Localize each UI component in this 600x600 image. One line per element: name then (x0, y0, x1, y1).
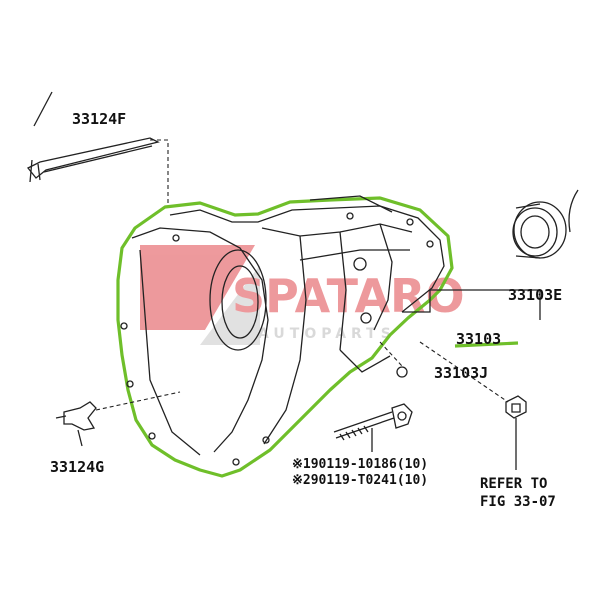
fork-leader-dashed (95, 391, 181, 411)
oil-seal-33103e[interactable] (512, 201, 567, 259)
plug-33103j[interactable] (396, 366, 408, 378)
breather-fitting[interactable] (505, 395, 527, 419)
case-label-highlight (454, 341, 519, 348)
seal-edge-arc (568, 189, 579, 233)
label-fig-33-07: FIG 33-07 (480, 494, 556, 510)
label-bolt-1: ※190119-10186(10) (292, 457, 428, 472)
fork-33124g[interactable] (55, 401, 97, 447)
label-bolt-2: ※290119-T0241(10) (292, 473, 428, 488)
label-33124g: 33124G (50, 458, 104, 476)
label-33124f: 33124F (72, 110, 126, 128)
fitting-leader-dashed (419, 341, 509, 403)
plug-leader-dashed (379, 341, 403, 367)
case-leader-line (402, 289, 541, 320)
label-refer-to: REFER TO (480, 476, 547, 492)
watermark-logo: SPATARO AUTOPARTS (140, 245, 465, 345)
transmission-case-33103[interactable] (116, 195, 454, 478)
bolt[interactable] (333, 403, 413, 441)
watermark-sub: AUTOPARTS (258, 326, 396, 342)
label-33103: 33103 (456, 330, 501, 348)
watermark-brand: SPATARO (232, 269, 465, 323)
label-33103e: 33103E (508, 286, 562, 304)
shaft-leader-dashed (150, 139, 169, 205)
shaft-33124f[interactable] (26, 137, 160, 183)
label-33103j: 33103J (434, 364, 488, 382)
upper-leader-line (33, 91, 53, 127)
